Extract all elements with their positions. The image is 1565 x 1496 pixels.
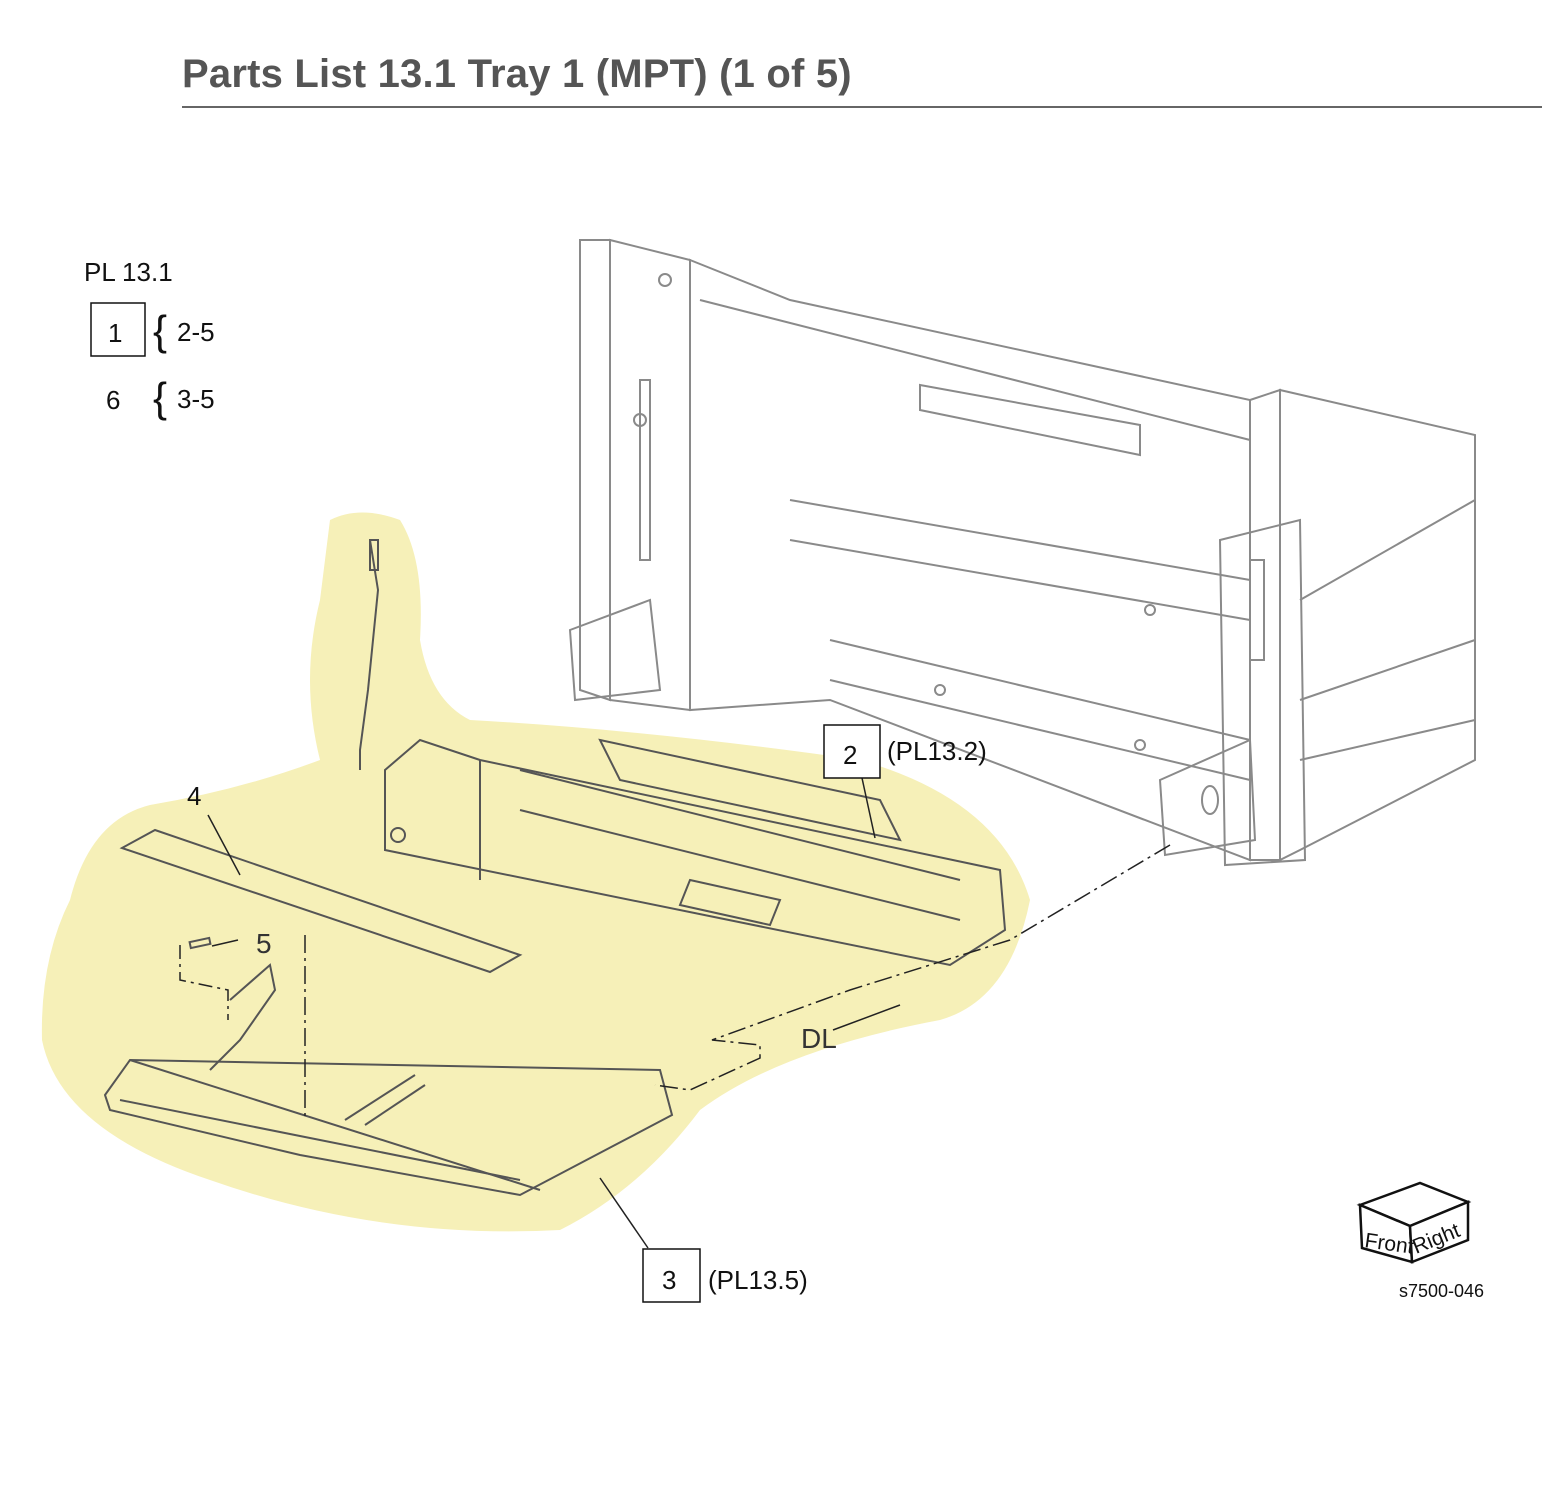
callout-2-ref: (PL13.2) xyxy=(887,736,987,766)
label-sheet-part-4 xyxy=(119,828,523,974)
callout-3-box xyxy=(642,1248,701,1303)
legend-range-2: 3-5 xyxy=(177,384,215,414)
legend-item-1-box xyxy=(90,302,146,357)
tray-assembly-highlight xyxy=(41,512,1030,1232)
callout-2-box xyxy=(823,724,881,779)
figure-id: s7500-046 xyxy=(1399,1281,1484,1301)
callout-5-number: 5 xyxy=(256,928,272,959)
legend-brace-icon: { xyxy=(153,374,167,421)
legend-item-6: 6 xyxy=(106,385,120,415)
page-title: Parts List 13.1 Tray 1 (MPT) (1 of 5) xyxy=(182,52,852,96)
leader-lines xyxy=(179,777,1171,1249)
callout-2-number: 2 xyxy=(843,740,857,770)
legend-brace-icon: { xyxy=(153,307,167,354)
title-rule xyxy=(182,106,1542,108)
mpt-tray-part-3 xyxy=(103,936,674,1197)
callout-4-number: 4 xyxy=(187,781,201,811)
legend-heading: PL 13.1 xyxy=(84,257,173,287)
callout-3-ref: (PL13.5) xyxy=(708,1265,808,1295)
mpt-feeder-assembly xyxy=(359,539,1007,967)
legend-item-1: 1 xyxy=(108,318,122,348)
orientation-cube-icon xyxy=(1356,1181,1472,1264)
dl-label: DL xyxy=(801,1023,837,1054)
legend-range-1: 2-5 xyxy=(177,317,215,347)
callout-3-number: 3 xyxy=(662,1265,676,1295)
printer-frame xyxy=(568,238,1476,867)
